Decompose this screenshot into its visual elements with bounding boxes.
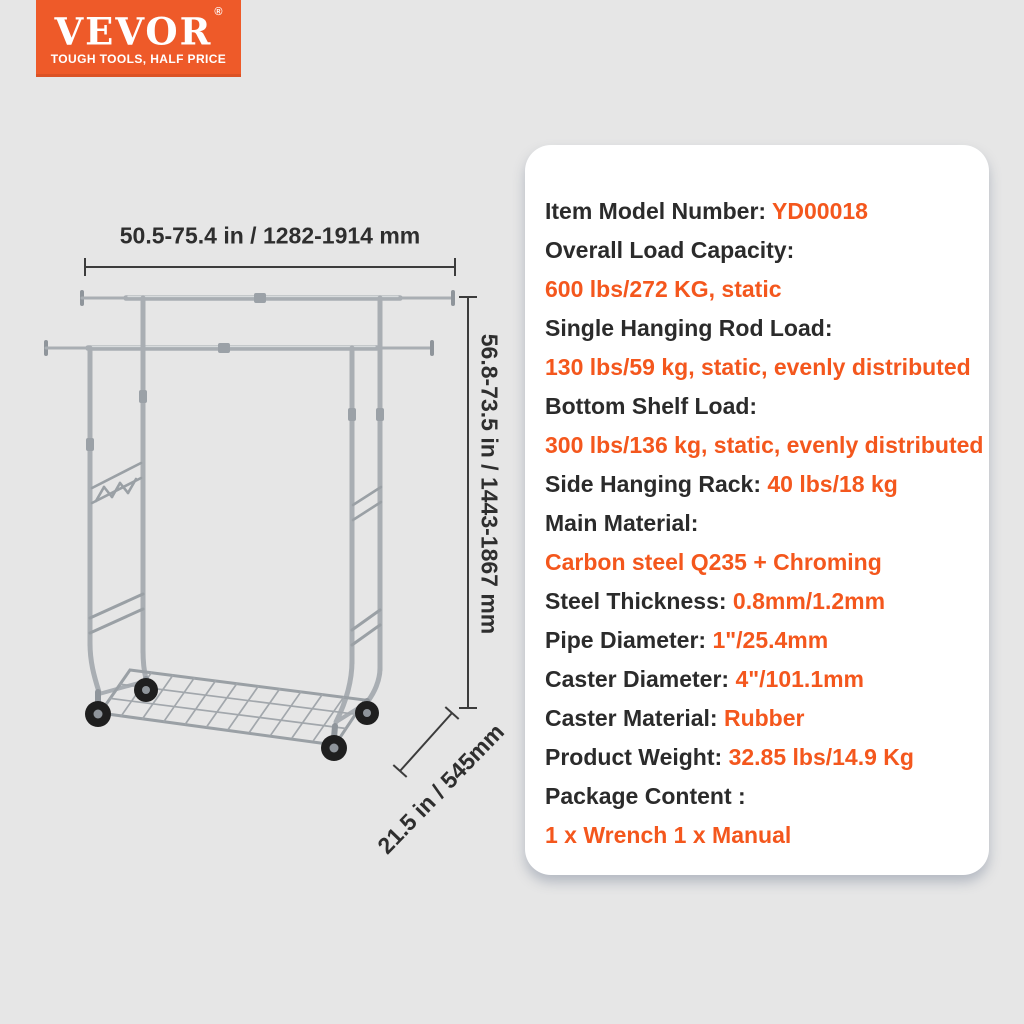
spec-label: Single Hanging Rod Load: [545, 315, 833, 341]
side-hanging-rack-left [90, 461, 143, 505]
spec-row: Side Hanging Rack: 40 lbs/18 kg [545, 465, 979, 504]
spec-label: Side Hanging Rack: [545, 471, 768, 497]
logo-brand: VEVOR® [36, 6, 241, 54]
spec-row: Package Content : [545, 777, 979, 816]
spec-label: Item Model Number: [545, 198, 773, 224]
spec-row: 600 lbs/272 KG, static [545, 270, 979, 309]
height-dimension-label: 56.8-73.5 in / 1443-1867 mm [476, 333, 503, 635]
spec-value: Carbon steel Q235 + Chroming [545, 549, 882, 575]
spec-row: Bottom Shelf Load: [545, 387, 979, 426]
spec-row: Single Hanging Rod Load: [545, 309, 979, 348]
spec-label: Caster Material: [545, 705, 724, 731]
spec-row: 1 x Wrench 1 x Manual [545, 816, 979, 855]
spec-label: Steel Thickness: [545, 588, 733, 614]
spec-value: 600 lbs/272 KG, static [545, 276, 782, 302]
registered-mark-icon: ® [214, 6, 225, 18]
spec-label: Bottom Shelf Load: [545, 393, 758, 419]
garment-rack-illustration [44, 290, 455, 761]
spec-value: 32.85 lbs/14.9 Kg [728, 744, 914, 770]
logo-brand-text: VEVOR [54, 9, 213, 54]
spec-value: 130 lbs/59 kg, static, evenly distribute… [545, 354, 971, 380]
spec-row: Product Weight: 32.85 lbs/14.9 Kg [545, 738, 979, 777]
spec-value: 300 lbs/136 kg, static, evenly distribut… [545, 432, 984, 458]
height-dimension-line [459, 296, 477, 709]
spec-value: 1 x Wrench 1 x Manual [545, 822, 792, 848]
vevor-logo: VEVOR® TOUGH TOOLS, HALF PRICE [36, 0, 241, 77]
caster-wheels [85, 676, 379, 761]
spec-value: 0.8mm/1.2mm [732, 588, 886, 614]
side-hanging-rack-right [351, 485, 383, 522]
spec-value: Rubber [723, 705, 805, 731]
logo-tagline: TOUGH TOOLS, HALF PRICE [50, 52, 227, 67]
spec-row: Steel Thickness: 0.8mm/1.2mm [545, 582, 979, 621]
spec-row: 130 lbs/59 kg, static, evenly distribute… [545, 348, 979, 387]
spec-label: Pipe Diameter: [545, 627, 713, 653]
spec-label: Product Weight: [545, 744, 729, 770]
spec-row: Caster Material: Rubber [545, 699, 979, 738]
spec-row: Item Model Number: YD00018 [545, 192, 979, 231]
width-dimension-line [84, 258, 456, 276]
spec-value: 4"/101.1mm [735, 666, 865, 692]
width-dimension-label: 50.5-75.4 in / 1282-1914 mm [119, 222, 421, 249]
spec-row: Caster Diameter: 4"/101.1mm [545, 660, 979, 699]
spec-row: Main Material: [545, 504, 979, 543]
spec-label: Overall Load Capacity: [545, 237, 795, 263]
spec-value: 1"/25.4mm [712, 627, 829, 653]
depth-dimension-line [392, 706, 460, 778]
spec-row: 300 lbs/136 kg, static, evenly distribut… [545, 426, 983, 465]
spec-value: YD00018 [772, 198, 868, 224]
spec-label: Main Material: [545, 510, 699, 536]
spec-row: Overall Load Capacity: [545, 231, 979, 270]
spec-value: 40 lbs/18 kg [767, 471, 898, 497]
spec-row: Carbon steel Q235 + Chroming [545, 543, 979, 582]
spec-label: Package Content : [545, 783, 746, 809]
spec-row: Pipe Diameter: 1"/25.4mm [545, 621, 979, 660]
spec-label: Caster Diameter: [545, 666, 736, 692]
